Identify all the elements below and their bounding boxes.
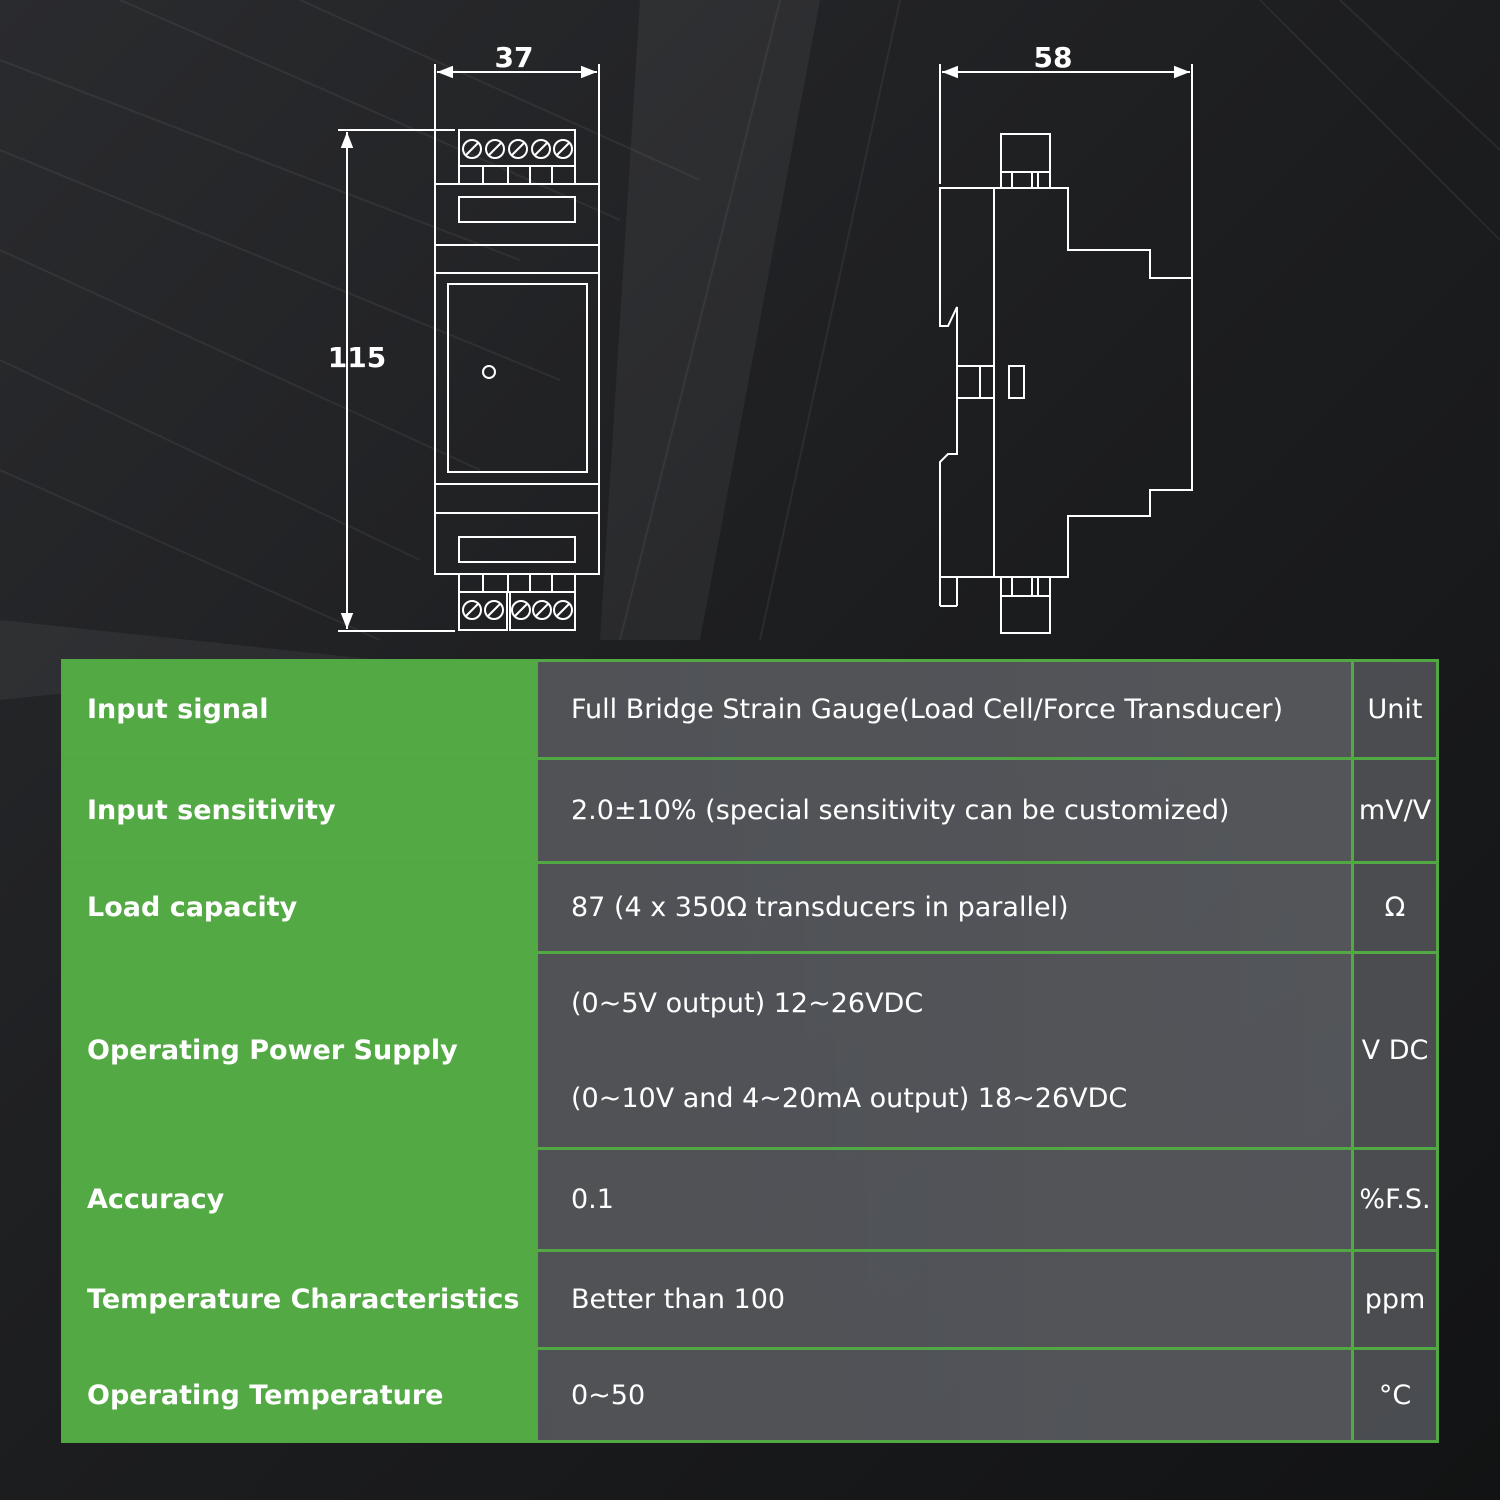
unit-input-sensitivity: mV/V — [1351, 757, 1439, 864]
value-input-sensitivity: 2.0±10% (special sensitivity can be cust… — [535, 757, 1354, 864]
unit-input-signal: Unit — [1351, 659, 1439, 760]
value-input-signal: Full Bridge Strain Gauge(Load Cell/Force… — [535, 659, 1354, 760]
value-operating-temperature: 0~50 — [535, 1347, 1354, 1443]
rail-slot — [956, 365, 995, 399]
value-operating-power-supply: (0~5V output) 12~26VDC (0~10V and 4~20mA… — [535, 951, 1354, 1150]
value-load-capacity: 87 (4 x 350Ω transducers in parallel) — [535, 861, 1354, 954]
unit-load-capacity: Ω — [1351, 861, 1439, 954]
din-rail-clip — [939, 187, 994, 578]
top-label-window — [458, 196, 576, 223]
value-accuracy: 0.1 — [535, 1147, 1354, 1252]
dimension-width-label: 37 — [495, 41, 534, 74]
bottom-terminal-block-a — [458, 591, 508, 631]
front-view — [338, 64, 600, 632]
top-terminal-screws — [462, 139, 573, 159]
side-bottom-connector — [1000, 576, 1051, 634]
param-load-capacity: Load capacity — [61, 861, 538, 954]
dimension-height-label: 115 — [328, 341, 386, 374]
unit-operating-power-supply: V DC — [1351, 951, 1439, 1150]
value-power-supply-line-2: (0~10V and 4~20mA output) 18~26VDC — [571, 1082, 1128, 1114]
table-row: Load capacity 87 (4 x 350Ω transducers i… — [61, 861, 1439, 954]
table-row: Input sensitivity 2.0±10% (special sensi… — [61, 757, 1439, 864]
unit-operating-temperature: °C — [1351, 1347, 1439, 1443]
dimension-depth-label: 58 — [1034, 41, 1073, 74]
table-row: Operating Power Supply (0~5V output) 12~… — [61, 951, 1439, 1150]
bottom-terminal-screws — [462, 600, 573, 620]
param-input-sensitivity: Input sensitivity — [61, 757, 538, 864]
param-operating-power-supply: Operating Power Supply — [61, 951, 538, 1150]
side-top-connector — [1000, 133, 1051, 189]
param-operating-temperature: Operating Temperature — [61, 1347, 538, 1443]
indicator-led — [482, 365, 496, 379]
side-view — [939, 64, 1193, 634]
unit-accuracy: %F.S. — [1351, 1147, 1439, 1252]
table-row: Temperature Characteristics Better than … — [61, 1249, 1439, 1350]
specification-table: Input signal Full Bridge Strain Gauge(Lo… — [61, 659, 1439, 1443]
top-terminal-block — [458, 129, 576, 167]
unit-temperature-characteristics: ppm — [1351, 1249, 1439, 1350]
table-row: Input signal Full Bridge Strain Gauge(Lo… — [61, 659, 1439, 760]
bottom-label-window — [458, 536, 576, 563]
side-body-outline — [994, 187, 1193, 578]
param-temperature-characteristics: Temperature Characteristics — [61, 1249, 538, 1350]
front-body — [434, 183, 600, 575]
table-row: Accuracy 0.1 %F.S. — [61, 1147, 1439, 1252]
table-row: Operating Temperature 0~50 °C — [61, 1347, 1439, 1443]
param-accuracy: Accuracy — [61, 1147, 538, 1252]
value-power-supply-line-1: (0~5V output) 12~26VDC — [571, 987, 924, 1019]
value-temperature-characteristics: Better than 100 — [535, 1249, 1354, 1350]
front-panel — [447, 283, 588, 473]
side-window — [1008, 365, 1025, 399]
dimension-drawing: 37 115 58 — [328, 41, 1193, 634]
param-input-signal: Input signal — [61, 659, 538, 760]
bottom-terminal-block-b — [509, 591, 576, 631]
